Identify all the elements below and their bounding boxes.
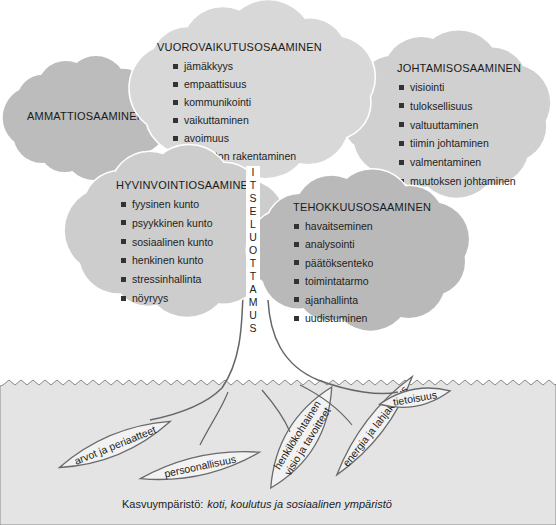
bullet-row: valmentaminen [399, 156, 481, 168]
root-label: tietoisuus [392, 388, 438, 408]
bullet-square [294, 279, 299, 284]
bullet-row: tiimin johtaminen [399, 137, 489, 149]
bullet-row: tuloksellisuus [399, 100, 472, 112]
bullet-row: päätöksenteko [294, 257, 373, 269]
bullet-text: ajanhallinta [305, 294, 358, 306]
trunk-holder: ITSELUOTTAMUS [246, 166, 260, 335]
root-outline [257, 380, 346, 496]
bullet-square [294, 242, 299, 247]
bullet-text: fyysinen kunto [132, 198, 199, 210]
bullet-row: ajanhallinta [294, 294, 358, 306]
bullet-row: avoimuus [173, 132, 229, 144]
cloud-heading: VUOROVAIKUTUSOSAAMINEN [157, 41, 322, 53]
bullet-square [121, 277, 126, 282]
bullet-text: tiimin johtaminen [410, 137, 489, 149]
bullet-row: uudistuminen [294, 312, 367, 324]
environment-title: Kasvuympäristö: [122, 498, 203, 510]
environment-caption-row: Kasvuympäristö: koti, koulutus ja sosiaal… [122, 498, 392, 510]
cloud-fill [247, 170, 469, 331]
bullet-square [294, 260, 299, 265]
bullet-row: kommunikointi [173, 96, 251, 108]
bullet-square [294, 316, 299, 321]
root-outline [55, 413, 174, 477]
bullet-square [399, 141, 404, 146]
bullet-row: jämäkkyys [173, 60, 233, 72]
bullet-row: sosiaalinen kunto [121, 236, 213, 248]
cloud-core [154, 24, 358, 155]
bullet-text: analysointi [305, 238, 355, 250]
bullet-square [173, 82, 178, 87]
environment-detail: koti, koulutus ja sosiaalinen ympäristö [207, 498, 392, 510]
bullet-text: stressinhallinta [132, 273, 201, 285]
bullet-row: vaikuttaminen [173, 114, 249, 126]
bullet-text: henkinen kunto [132, 254, 203, 266]
bullet-square [173, 118, 178, 123]
bullet-square [173, 136, 178, 141]
growth-environment-band: Kasvuympäristö: koti, koulutus ja sosiaal… [0, 378, 556, 525]
bullet-text: vaikuttaminen [184, 114, 249, 126]
root-outline [329, 371, 420, 480]
bullet-square [399, 122, 404, 127]
bullet-row: stressinhallinta [121, 273, 201, 285]
bullet-text: visiointi [410, 81, 444, 93]
cloud-core [269, 191, 454, 310]
cloud-outline [65, 145, 285, 316]
bullet-square [121, 239, 126, 244]
bullet-text: päätöksenteko [305, 257, 373, 269]
bullet-text: empaattisuus [184, 78, 246, 90]
cloud-outline [247, 170, 469, 331]
bullet-text: uudistuminen [305, 312, 367, 324]
cloud-core [362, 52, 533, 175]
bullet-square [121, 202, 126, 207]
bullet-square [121, 258, 126, 263]
root-outline [378, 383, 452, 412]
cloud-fill [65, 145, 285, 316]
bullet-row: fyysinen kunto [121, 198, 199, 210]
bullet-square [294, 224, 299, 229]
bullet-square [399, 85, 404, 90]
bullet-text: avoimuus [184, 132, 229, 144]
ground-fill [0, 380, 556, 525]
competence-cloud: TEHOKKUUSOSAAMINEN havaitseminen analysoin… [250, 172, 472, 328]
bullet-square [399, 103, 404, 108]
bullet-text: toimintatarmo [305, 275, 369, 287]
bullet-text: havaitseminen [305, 220, 373, 232]
bullet-text: muutoksen johtaminen [410, 175, 516, 187]
bullet-text: nöyryys [132, 292, 168, 304]
bullet-row: henkinen kunto [121, 254, 203, 266]
bullet-text: kommunikointi [184, 96, 251, 108]
bullet-square [173, 100, 178, 105]
bullet-row: visiointi [399, 81, 444, 93]
bullet-text: valtuuttaminen [410, 119, 478, 131]
bullet-row: toimintatarmo [294, 275, 369, 287]
bullet-text: sosiaalinen kunto [132, 236, 213, 248]
bullet-square [294, 297, 299, 302]
bullet-text: psyykkinen kunto [132, 217, 213, 229]
bullet-row: havaitseminen [294, 220, 373, 232]
cloud-heading: TEHOKKUUSOSAAMINEN [293, 201, 431, 213]
bullet-square [121, 220, 126, 225]
cloud-shape [250, 172, 472, 328]
bullet-square [173, 64, 178, 69]
bullet-square [399, 160, 404, 165]
bullet-row: valtuuttaminen [399, 119, 478, 131]
trunk-label: ITSELUOTTAMUS [247, 166, 259, 335]
root-outline [138, 444, 261, 488]
bullet-text: valmentaminen [410, 156, 481, 168]
cloud-heading: JOHTAMISOSAAMINEN [397, 62, 521, 74]
bullet-text: jämäkkyys [184, 60, 233, 72]
cloud-heading: HYVINVOINTIOSAAMINEN [116, 179, 256, 191]
bullet-row: nöyryys [121, 292, 168, 304]
bullet-row: empaattisuus [173, 78, 246, 90]
cloud-heading: AMMATTIOSAAMINEN [27, 110, 145, 122]
bullet-text: tuloksellisuus [410, 100, 472, 112]
bullet-row: analysointi [294, 238, 355, 250]
bullet-square [121, 296, 126, 301]
cloud-core [88, 168, 268, 294]
bullet-row: psyykkinen kunto [121, 217, 213, 229]
